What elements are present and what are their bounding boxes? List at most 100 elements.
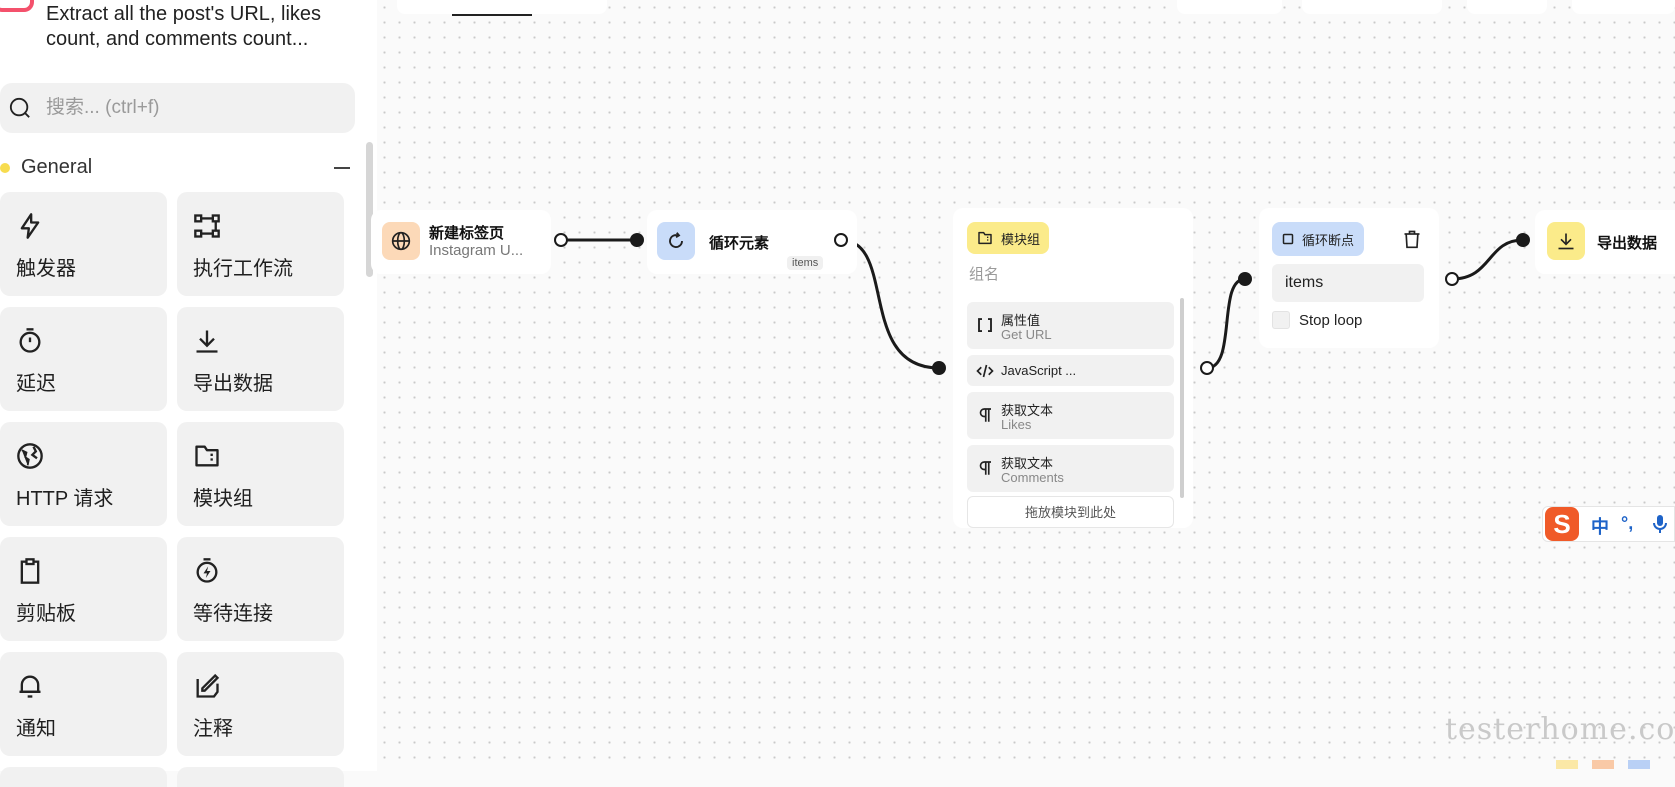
trash-icon[interactable]: [1402, 229, 1422, 249]
block-card-wait-connection[interactable]: 等待连接: [177, 537, 344, 641]
collapse-icon[interactable]: [334, 167, 350, 169]
node-icon-badge: [657, 222, 695, 260]
toolbar-button[interactable]: [1177, 0, 1282, 14]
download-icon: [1558, 233, 1574, 250]
block-card-label: 执行工作流: [193, 258, 293, 280]
folder-icon: [195, 445, 219, 467]
active-tab-indicator: [452, 14, 532, 16]
block-card-notification[interactable]: 通知: [0, 652, 167, 756]
block-card-clipboard[interactable]: 剪贴板: [0, 537, 167, 641]
group-name-input[interactable]: 组名: [969, 266, 1000, 283]
block-card-http-request[interactable]: HTTP 请求: [0, 422, 167, 526]
loop-id-input[interactable]: items: [1272, 264, 1424, 302]
input-port[interactable]: [1516, 233, 1530, 247]
edge-loop-to-group: [840, 238, 940, 370]
sidebar-scrollbar[interactable]: [366, 142, 373, 277]
stop-loop-checkbox[interactable]: [1272, 311, 1290, 329]
node-title: 新建标签页: [429, 225, 505, 242]
block-card-delay[interactable]: 延迟: [0, 307, 167, 411]
connection-lines: [561, 238, 1524, 370]
ime-mode[interactable]: 中: [1591, 517, 1609, 537]
toolbar-button[interactable]: [1572, 0, 1675, 14]
item-title: 获取文本: [1001, 403, 1054, 418]
item-title: JavaScript ...: [1001, 363, 1077, 378]
item-title: 获取文本: [1001, 456, 1054, 471]
watermark-bar: [1592, 760, 1614, 769]
node-export-data[interactable]: 导出数据: [1535, 210, 1675, 274]
stop-loop-label: Stop loop: [1299, 312, 1363, 329]
group-item-get-text-comments[interactable]: 获取文本 Comments: [967, 445, 1174, 492]
output-port[interactable]: [1200, 361, 1214, 375]
block-card-label: 等待连接: [193, 603, 273, 625]
block-card-label: 剪贴板: [16, 603, 76, 625]
group-item-get-url[interactable]: 属性值 Get URL: [967, 302, 1174, 349]
download-icon: [196, 330, 218, 353]
node-new-tab[interactable]: 新建标签页 Instagram U...: [371, 210, 551, 274]
node-icon-badge: 模块组: [967, 222, 1049, 254]
sidebar: Extract all the post's URL, likes count,…: [0, 0, 377, 787]
block-card-partial[interactable]: [177, 767, 344, 787]
timer-flash-icon: [196, 558, 218, 583]
node-block-group[interactable]: 模块组 组名 属性值 Get URL JavaScript ... 获取文本 L…: [953, 208, 1193, 528]
input-port[interactable]: [630, 233, 644, 247]
square-icon: [1282, 233, 1294, 245]
search-icon: [9, 97, 30, 118]
group-item-javascript[interactable]: JavaScript ...: [967, 355, 1174, 386]
paragraph-icon: [979, 461, 991, 475]
block-card-label: 通知: [16, 718, 56, 740]
node-icon-badge: [382, 222, 420, 260]
brackets-icon: [978, 318, 992, 332]
input-port[interactable]: [932, 361, 946, 375]
toolbar-button[interactable]: [1302, 0, 1442, 14]
ime-toolbar[interactable]: S 中 °,: [1542, 506, 1675, 542]
timer-icon: [19, 328, 41, 353]
search-input[interactable]: [44, 96, 338, 120]
code-icon: [976, 364, 994, 378]
block-card-block-group[interactable]: 模块组: [177, 422, 344, 526]
toolbar-button[interactable]: [1467, 0, 1547, 14]
workflow-canvas[interactable]: 新建标签页 Instagram U... 循环元素 items 模块组 组名 属…: [371, 0, 1675, 771]
item-subtitle: Get URL: [1001, 327, 1052, 342]
section-header-general[interactable]: General: [0, 153, 350, 183]
lightning-icon: [20, 213, 40, 239]
workflow-description: Extract all the post's URL, likes count,…: [46, 3, 322, 50]
microphone-icon[interactable]: [1653, 514, 1667, 534]
block-card-execute-workflow[interactable]: 执行工作流: [177, 192, 344, 296]
item-title: 属性值: [1001, 313, 1041, 328]
node-icon-badge: 循环断点: [1272, 222, 1364, 256]
group-item-get-text-likes[interactable]: 获取文本 Likes: [967, 392, 1174, 439]
block-search[interactable]: [0, 83, 355, 133]
block-card-export-data[interactable]: 导出数据: [177, 307, 344, 411]
ime-logo-icon: S: [1545, 507, 1579, 541]
block-card-partial[interactable]: [0, 767, 167, 787]
input-port[interactable]: [1238, 272, 1252, 286]
drop-zone[interactable]: 拖放模块到此处: [967, 496, 1174, 528]
watermark: testerhome.com: [1445, 712, 1675, 747]
block-card-label: 导出数据: [193, 373, 273, 395]
section-color-dot: [0, 163, 10, 173]
node-title: 导出数据: [1597, 235, 1658, 252]
editor-tab-bar[interactable]: [397, 0, 607, 14]
folder-icon: [978, 231, 992, 245]
block-card-note[interactable]: 注释: [177, 652, 344, 756]
block-card-label: 模块组: [193, 488, 253, 510]
output-port[interactable]: [1445, 272, 1459, 286]
block-card-label: 注释: [193, 718, 233, 740]
globe-icon: [17, 443, 43, 469]
section-title: General: [21, 156, 93, 178]
workflow-logo-icon: [0, 0, 34, 12]
item-subtitle: Likes: [1001, 417, 1032, 432]
workflow-icon: [194, 214, 220, 238]
output-port[interactable]: [554, 233, 568, 247]
paragraph-icon: [979, 408, 991, 422]
node-loop-breakpoint[interactable]: 循环断点 items Stop loop: [1259, 208, 1439, 348]
note-icon: [196, 673, 220, 698]
ime-punctuation[interactable]: °,: [1621, 513, 1634, 533]
globe-icon: [391, 231, 411, 251]
watermark-bar: [1556, 760, 1578, 769]
block-card-trigger[interactable]: 触发器: [0, 192, 167, 296]
output-port[interactable]: [834, 233, 848, 247]
node-loop-elements[interactable]: 循环元素 items: [647, 210, 857, 274]
node-title: 循环元素: [709, 235, 770, 252]
group-scrollbar[interactable]: [1180, 298, 1184, 498]
